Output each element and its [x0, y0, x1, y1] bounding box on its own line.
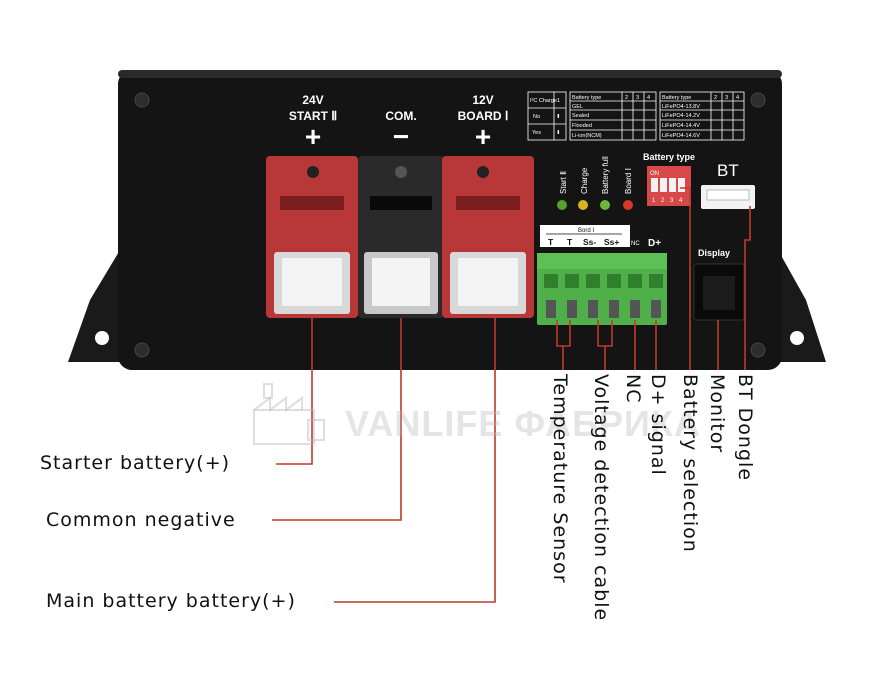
- led-board: [623, 200, 633, 210]
- corner-screw: [134, 92, 150, 108]
- right-mounting-flange: [778, 250, 826, 362]
- dip-number: 1: [652, 198, 656, 204]
- battery-type-table-b: Battery type 2 3 4 LiFePO4-13.8V LiFePO4…: [659, 91, 745, 141]
- battery-type-dip-switch[interactable]: ON 1 2 3 4: [647, 166, 691, 206]
- pin-label: T: [548, 237, 554, 247]
- voltage-detection-annotation: Voltage detection cable: [590, 374, 612, 622]
- dip-number: 3: [670, 198, 674, 204]
- bt-dongle-port[interactable]: [701, 185, 755, 209]
- start-battery-connector: [266, 156, 358, 318]
- dip-on-label: ON: [650, 171, 659, 177]
- led-start: [557, 200, 567, 210]
- corner-screw: [134, 342, 150, 358]
- table-a-col4: 4: [647, 95, 650, 101]
- d-plus-annotation: D+ signal: [647, 374, 669, 476]
- table-a-col3: 3: [636, 95, 639, 101]
- charge-table-header-num: 1: [557, 98, 560, 104]
- terminal-voltage-start: 24V: [302, 93, 323, 107]
- pin-label: T: [567, 237, 573, 247]
- charge-table-header: I²C Charge: [530, 98, 557, 104]
- led-label-battery-full: Battery full: [601, 156, 610, 194]
- table-a-col2: 2: [625, 95, 628, 101]
- table-a-header: Battery type: [572, 95, 601, 101]
- terminal-name-board: BOARD Ⅰ: [458, 109, 509, 123]
- main-battery-annotation: Main battery battery(+): [46, 590, 296, 612]
- watermark-factory-icon: [250, 380, 330, 455]
- pin-label-dplus: D+: [648, 238, 661, 249]
- starter-battery-annotation: Starter battery(+): [40, 452, 231, 474]
- watermark-text: VANLIFE ФАБРИКА: [345, 403, 701, 444]
- terminal-block-label: Bord Ⅰ T T Ss- Ss+: [540, 225, 630, 247]
- charge-table-no-sym: ⬆: [556, 113, 561, 120]
- bt-dongle-annotation: BT Dongle: [734, 374, 756, 482]
- terminal-block-title: Bord Ⅰ: [578, 228, 594, 234]
- common-negative-annotation: Common negative: [46, 509, 236, 531]
- nc-annotation: NC: [622, 374, 644, 404]
- led-charge: [578, 200, 588, 210]
- battery-type-table-a: Battery type 2 3 4 GEL Sealed Flooded Li…: [569, 91, 657, 141]
- monitor-annotation: Monitor: [706, 374, 728, 454]
- pin-label: Ss+: [604, 237, 619, 247]
- terminal-sign-board: +: [475, 121, 491, 152]
- table-b-row: LiFePO4-14.2V: [662, 113, 700, 119]
- terminal-name-com: COM.: [385, 109, 416, 123]
- display-port[interactable]: [693, 263, 745, 321]
- led-label-board: Board Ⅰ: [624, 168, 633, 194]
- charge-table: I²C Charge 1 No ⬆ Yes ⬇: [527, 91, 567, 141]
- terminal-name-start: START Ⅱ: [289, 109, 337, 123]
- corner-screw: [750, 342, 766, 358]
- left-mounting-flange: [68, 250, 120, 362]
- table-b-col3: 3: [725, 95, 728, 101]
- charge-table-no: No: [533, 114, 540, 120]
- callout-lines: [272, 187, 751, 603]
- left-flange-hole: [95, 331, 109, 345]
- table-a-row: Flooded: [572, 123, 592, 129]
- pin-label: Ss-: [583, 237, 596, 247]
- temperature-sensor-annotation: Temperature Sensor: [549, 374, 571, 584]
- table-b-row: LiFePO4-13.8V: [662, 104, 700, 110]
- green-terminal-block[interactable]: [537, 253, 667, 325]
- terminal-sign-com: −: [393, 121, 409, 152]
- table-b-row: LiFePO4-14.4V: [662, 123, 700, 129]
- terminal-voltage-board: 12V: [472, 93, 493, 107]
- display-label: Display: [698, 248, 730, 258]
- bt-label: BT: [717, 161, 739, 180]
- common-negative-connector: [358, 156, 444, 318]
- table-a-row: Li-ion(NCM): [572, 133, 602, 139]
- led-label-charge: Charge: [580, 167, 589, 194]
- table-b-col2: 2: [714, 95, 717, 101]
- led-label-start: Start Ⅱ: [559, 171, 568, 194]
- dip-number: 2: [661, 198, 665, 204]
- corner-screw: [750, 92, 766, 108]
- table-b-col4: 4: [736, 95, 739, 101]
- dip-number: 4: [679, 198, 683, 204]
- table-a-row: Sealed: [572, 113, 589, 119]
- main-battery-connector: [442, 156, 534, 318]
- right-flange-hole: [790, 331, 804, 345]
- table-a-row: GEL: [572, 104, 583, 110]
- led-battery-full: [600, 200, 610, 210]
- table-b-header: Battery type: [662, 95, 691, 101]
- table-b-row: LiFePO4-14.6V: [662, 133, 700, 139]
- charge-table-yes: Yes: [532, 130, 541, 136]
- battery-type-label: Battery type: [643, 152, 695, 162]
- pin-label-nc: NC: [631, 241, 640, 247]
- charge-table-yes-sym: ⬇: [556, 129, 561, 136]
- battery-selection-annotation: Battery selection: [679, 374, 701, 553]
- terminal-sign-start: +: [305, 121, 321, 152]
